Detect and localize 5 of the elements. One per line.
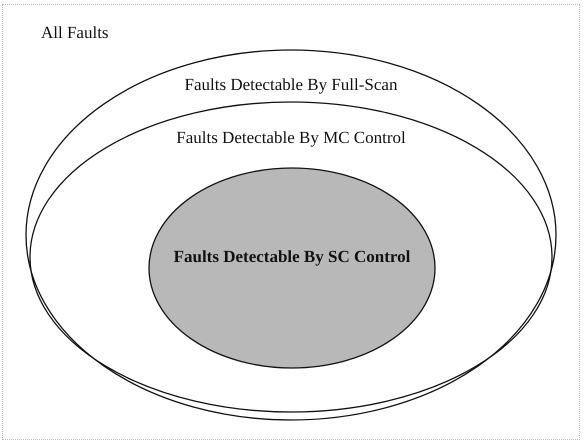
set-label: Faults Detectable By MC Control: [176, 128, 406, 148]
set-label: Faults Detectable By Full-Scan: [184, 75, 398, 95]
region-frame: [2, 4, 580, 440]
set-label: Faults Detectable By SC Control: [174, 247, 410, 267]
set-label: All Faults: [41, 23, 109, 43]
